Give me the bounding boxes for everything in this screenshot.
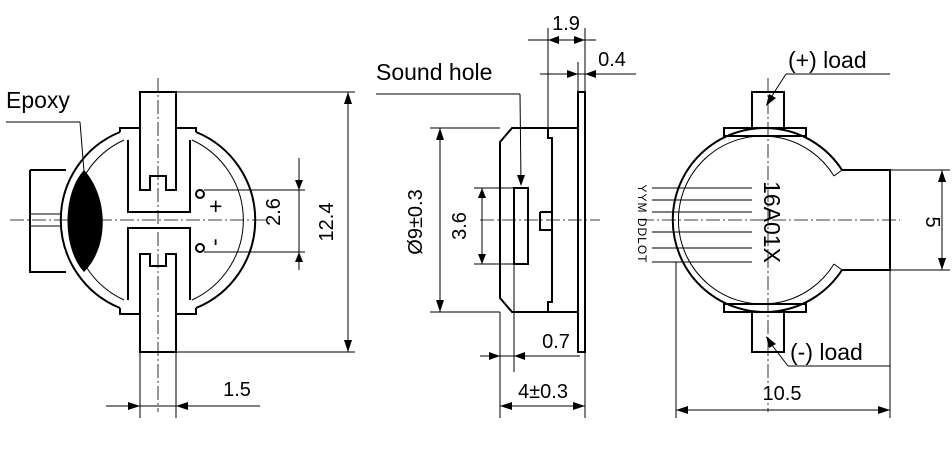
dim-pin-spacing: 2.6: [263, 198, 285, 226]
epoxy-blob: [67, 170, 103, 272]
date-code: YYM DDLOT: [635, 184, 649, 263]
dim-length: 10.5: [763, 383, 802, 405]
label-plus-load: (+) load: [788, 47, 867, 73]
plus-sign: +: [209, 193, 222, 219]
top-view: + - 2.6 12.4 1.5 Epoxy: [6, 78, 355, 418]
dim-offset: 0.7: [542, 331, 570, 353]
dim-pin-width: 1.5: [223, 379, 251, 401]
part-number: 16A01X: [759, 181, 785, 263]
dim-hole-size: 3.6: [449, 212, 471, 240]
dim-thickness: 4±0.3: [518, 381, 568, 403]
dim-top-width: 1.9: [552, 13, 580, 35]
label-minus-load: (-) load: [790, 339, 863, 365]
bottom-view: 16A01X YYM DDLOT (+) load (-) load 5 10.…: [635, 47, 950, 418]
dim-tab-thickness: 0.4: [598, 49, 626, 71]
label-sound-hole: Sound hole: [376, 59, 492, 85]
side-view: Ø9±0.3 3.6 Sound hole 1.9 0.4 0.7: [376, 13, 636, 418]
dim-neck-width: 5: [921, 216, 943, 227]
dim-diameter: Ø9±0.3: [405, 189, 427, 254]
minus-sign: -: [201, 238, 227, 246]
dim-height: 12.4: [316, 203, 338, 242]
label-epoxy: Epoxy: [6, 87, 70, 113]
